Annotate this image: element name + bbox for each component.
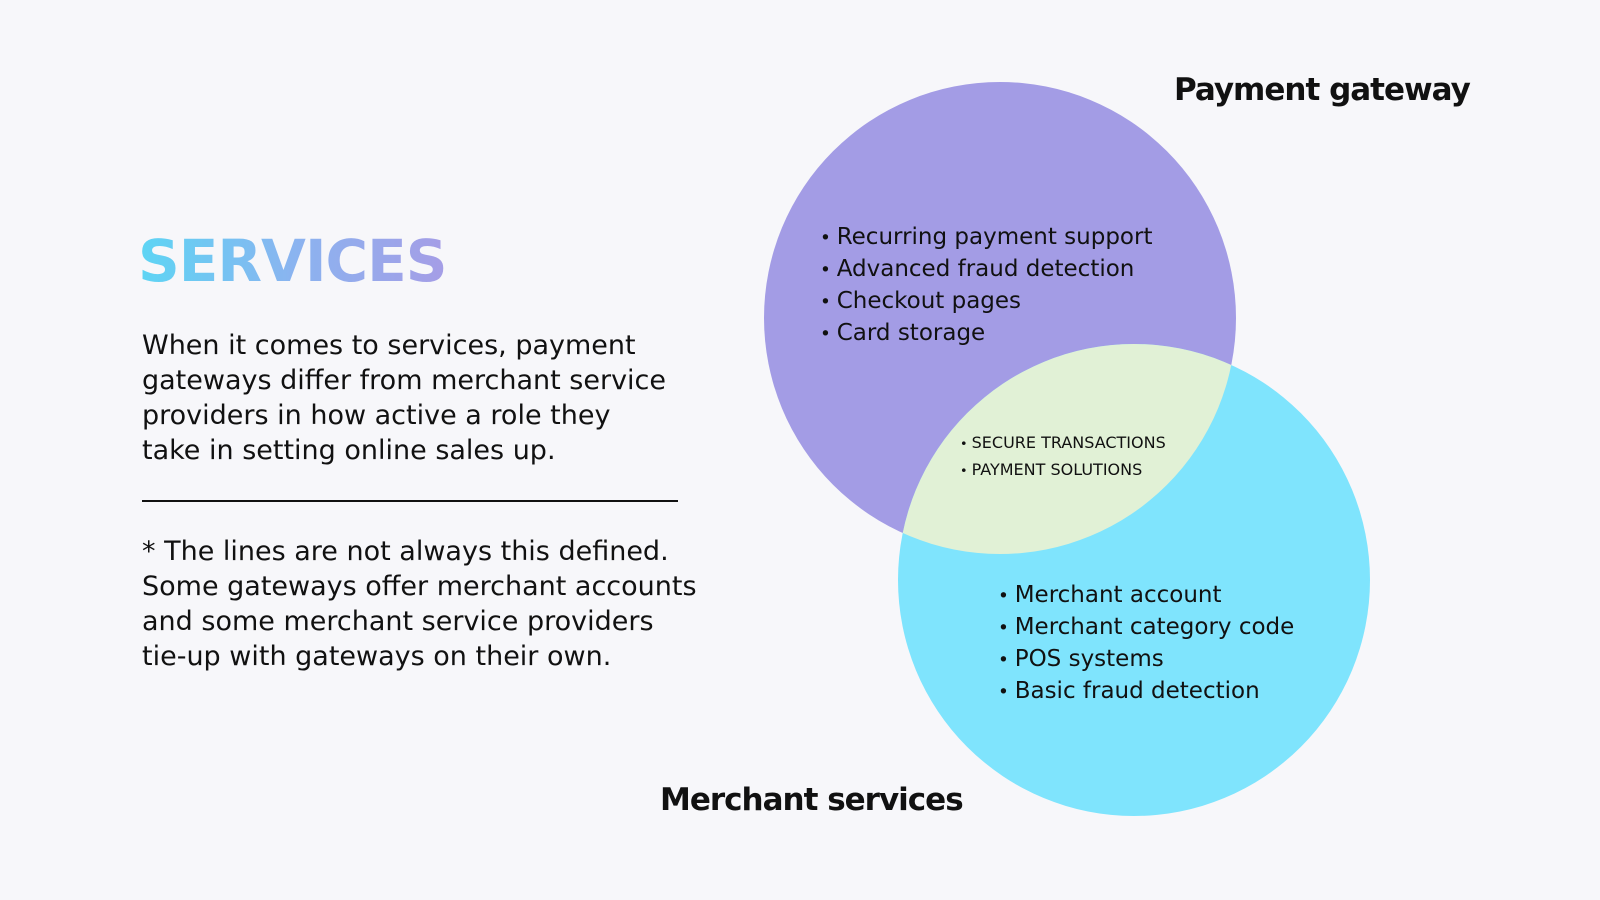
list-item: Merchant category code bbox=[998, 612, 1295, 644]
list-item: SECURE TRANSACTIONS bbox=[960, 430, 1166, 457]
footnote-line: and some merchant service providers bbox=[142, 606, 654, 637]
list-item: Merchant account bbox=[998, 580, 1294, 612]
footnote-line: Some gateways offer merchant accounts bbox=[142, 571, 697, 602]
list-item: Checkout pages bbox=[820, 286, 1152, 318]
payment-gateway-label: Payment gateway bbox=[1174, 72, 1471, 108]
list-item: Card storage bbox=[820, 318, 1152, 350]
list-item: POS systems bbox=[998, 644, 1294, 676]
list-item: Recurring payment support bbox=[820, 222, 1153, 254]
intro-line: gateways differ from merchant service bbox=[142, 365, 667, 396]
intro-line: take in setting online sales up. bbox=[142, 435, 556, 466]
list-item: PAYMENT SOLUTIONS bbox=[960, 457, 1166, 484]
list-item: Advanced fraud detection bbox=[820, 254, 1152, 286]
intro-line: When it comes to services, payment bbox=[142, 330, 636, 361]
list-item: Basic fraud detection bbox=[998, 676, 1294, 708]
merchant-services-items: Merchant account Merchant category code … bbox=[998, 580, 1295, 708]
section-divider bbox=[142, 500, 678, 502]
intro-paragraph: When it comes to services, payment gatew… bbox=[142, 328, 782, 468]
intro-line: providers in how active a role they bbox=[142, 400, 611, 431]
merchant-services-label: Merchant services bbox=[660, 782, 964, 818]
footnote-paragraph: * The lines are not always this defined.… bbox=[142, 534, 802, 674]
footnote-line: tie-up with gateways on their own. bbox=[142, 641, 612, 672]
footnote-line: * The lines are not always this defined. bbox=[142, 536, 669, 567]
overlap-items: SECURE TRANSACTIONS PAYMENT SOLUTIONS bbox=[960, 430, 1166, 484]
payment-gateway-items: Recurring payment support Advanced fraud… bbox=[820, 222, 1153, 350]
slide-title: SERVICES bbox=[138, 227, 447, 295]
